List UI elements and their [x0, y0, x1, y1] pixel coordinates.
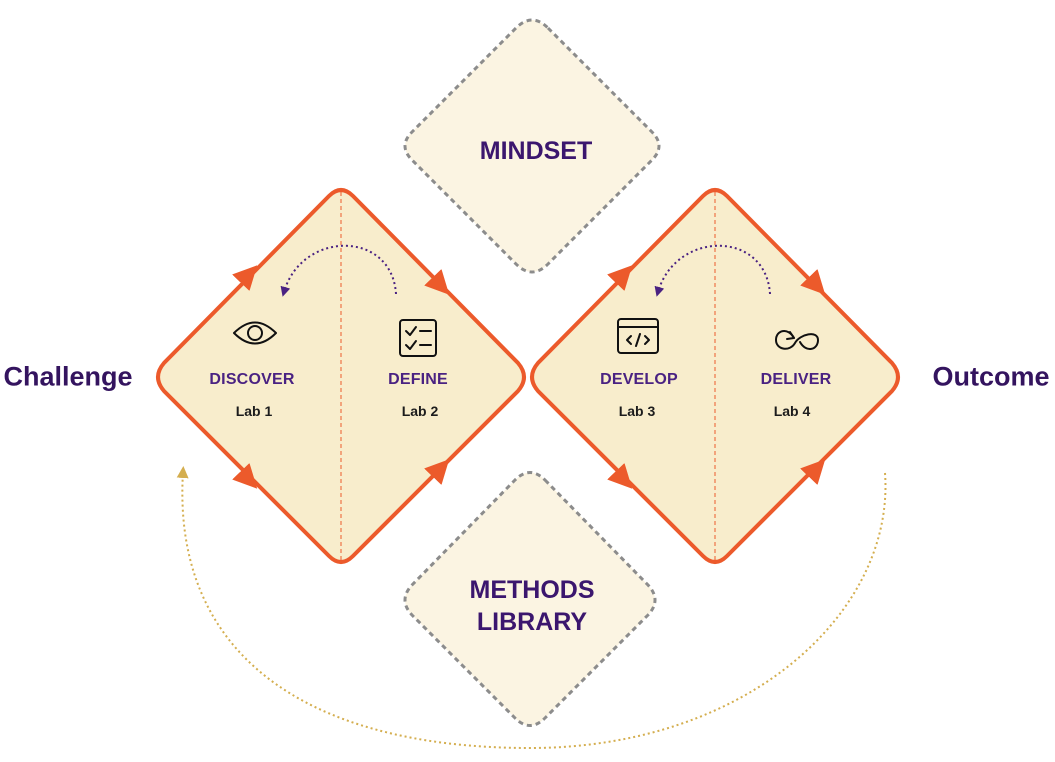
- stage-lab-define: Lab 2: [401, 403, 439, 419]
- stage-lab-deliver: Lab 4: [773, 403, 811, 419]
- iteration-arrow-right: [654, 244, 771, 297]
- challenge-label: Challenge: [3, 361, 133, 392]
- code-window-icon: [617, 318, 659, 354]
- stage-title-discover: DISCOVER: [209, 371, 295, 388]
- iteration-arrow-left: [280, 244, 397, 297]
- mindset-label: MINDSET: [479, 137, 593, 165]
- methods-library-label-line1: METHODS: [469, 576, 595, 604]
- stage-lab-develop: Lab 3: [618, 403, 656, 419]
- stage-title-define: DEFINE: [388, 371, 448, 388]
- eye-icon: [233, 321, 277, 345]
- checklist-icon: [399, 319, 437, 357]
- stage-lab-discover: Lab 1: [235, 403, 273, 419]
- stage-title-deliver: DELIVER: [760, 371, 832, 388]
- methods-library-zone: [403, 471, 657, 727]
- mindset-zone: [403, 18, 661, 274]
- methods-library-label-line2: LIBRARY: [476, 608, 588, 636]
- infinity-loop-icon: [775, 330, 819, 350]
- stage-title-develop: DEVELOP: [600, 371, 678, 388]
- outcome-label: Outcome: [932, 361, 1050, 392]
- outcome-to-challenge-loop-arrow: [176, 466, 887, 750]
